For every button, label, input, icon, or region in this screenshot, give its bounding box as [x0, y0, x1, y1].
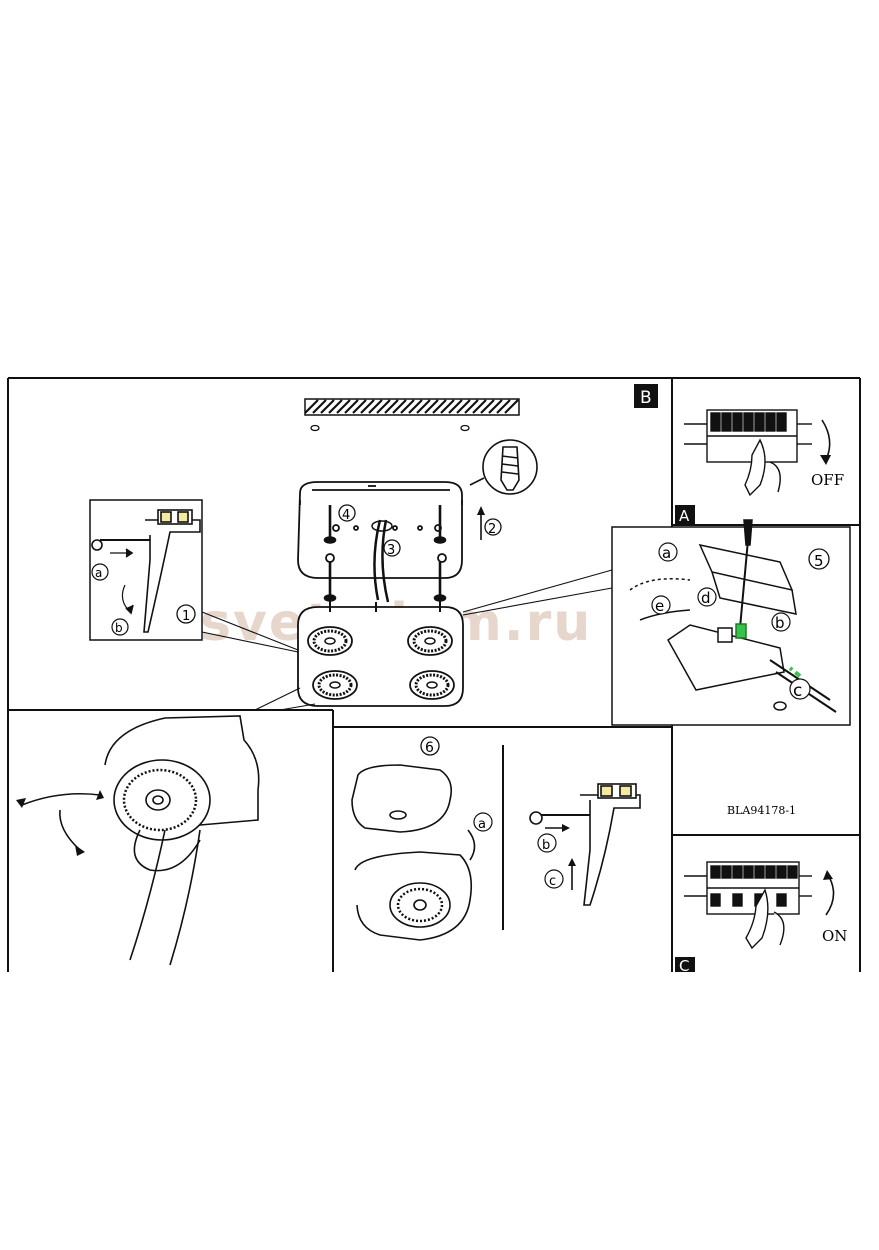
ceiling-hole [460, 424, 470, 432]
ceiling-hole [310, 424, 320, 432]
ceiling-hatch [304, 398, 520, 416]
label-e: e [655, 597, 664, 615]
label-c: c [793, 681, 802, 701]
label-b: b [115, 621, 123, 635]
step-6-drawing [351, 764, 476, 941]
rotate-up-arrow [825, 874, 835, 916]
rotate-arrowhead [96, 790, 104, 800]
badge-a: A [675, 505, 695, 525]
mounting-bracket [297, 481, 463, 579]
label-d: d [701, 589, 711, 607]
step-5-drawing [629, 519, 837, 713]
rotate-arrowhead [75, 845, 85, 856]
spot-lamp [409, 670, 455, 700]
step-6-label-a: a [473, 812, 493, 832]
step-1-label-a: a [91, 563, 109, 581]
step-6-label-b: b [537, 833, 557, 853]
rotate-arrowhead [16, 798, 26, 808]
step-3-label: 3 [387, 543, 395, 558]
label-a: a [662, 544, 671, 562]
step-5-label-b: b [771, 612, 791, 632]
breaker-off [684, 409, 812, 497]
step-6: 6 [420, 736, 440, 756]
step-1-label: 1 [182, 609, 190, 624]
cable-hole [371, 520, 393, 532]
badge-a-label: A [679, 507, 690, 525]
spot-lamp [312, 670, 358, 700]
arrowhead [568, 858, 576, 866]
step-2: 2 [477, 506, 502, 540]
step-4-label: 4 [342, 508, 350, 523]
rotate-up-arrowhead [823, 870, 833, 880]
badge-b: B [634, 384, 658, 408]
step-5-label: 5 [814, 552, 824, 570]
breaker-on [684, 861, 812, 950]
model-code: BLA94178-1 [727, 804, 796, 817]
label-b: b [542, 838, 550, 853]
power-cable [373, 519, 390, 603]
switch-on-label: ON [822, 927, 847, 945]
callout-lines [201, 569, 613, 711]
arrowhead [562, 824, 570, 832]
label-c: c [549, 874, 556, 889]
spot-rotation-drawing [21, 715, 260, 966]
step-3: 3 [383, 539, 401, 558]
step-6-bracket-drawing [529, 783, 641, 906]
badge-b-label: B [640, 388, 652, 408]
step-6-label: 6 [425, 740, 434, 756]
step-5-label-e: e [651, 595, 671, 615]
badge-c-label: C [679, 957, 689, 975]
step-4: 4 [338, 504, 356, 523]
badge-c: C [675, 957, 695, 975]
label-a: a [478, 817, 486, 832]
step-6-label-c: c [544, 869, 564, 889]
step-5-label-c: c [789, 678, 811, 701]
label-a: a [95, 566, 102, 580]
step-5: 5 [808, 548, 830, 570]
step-5-label-d: d [697, 587, 717, 607]
step-1-drawing [91, 509, 201, 633]
switch-off-label: OFF [811, 471, 844, 489]
spot-lamp [307, 626, 353, 656]
label-b: b [775, 614, 785, 632]
step-2-label: 2 [488, 522, 496, 537]
screws [323, 505, 447, 602]
step-5-label-a: a [658, 542, 678, 562]
spot-lamp [407, 626, 453, 656]
step-1: 1 [176, 604, 196, 624]
rotate-down-arrowhead [820, 455, 831, 465]
rotate-down-arrow [821, 419, 831, 461]
step-1-label-b: b [111, 618, 129, 636]
wall-plug-detail [469, 439, 538, 495]
